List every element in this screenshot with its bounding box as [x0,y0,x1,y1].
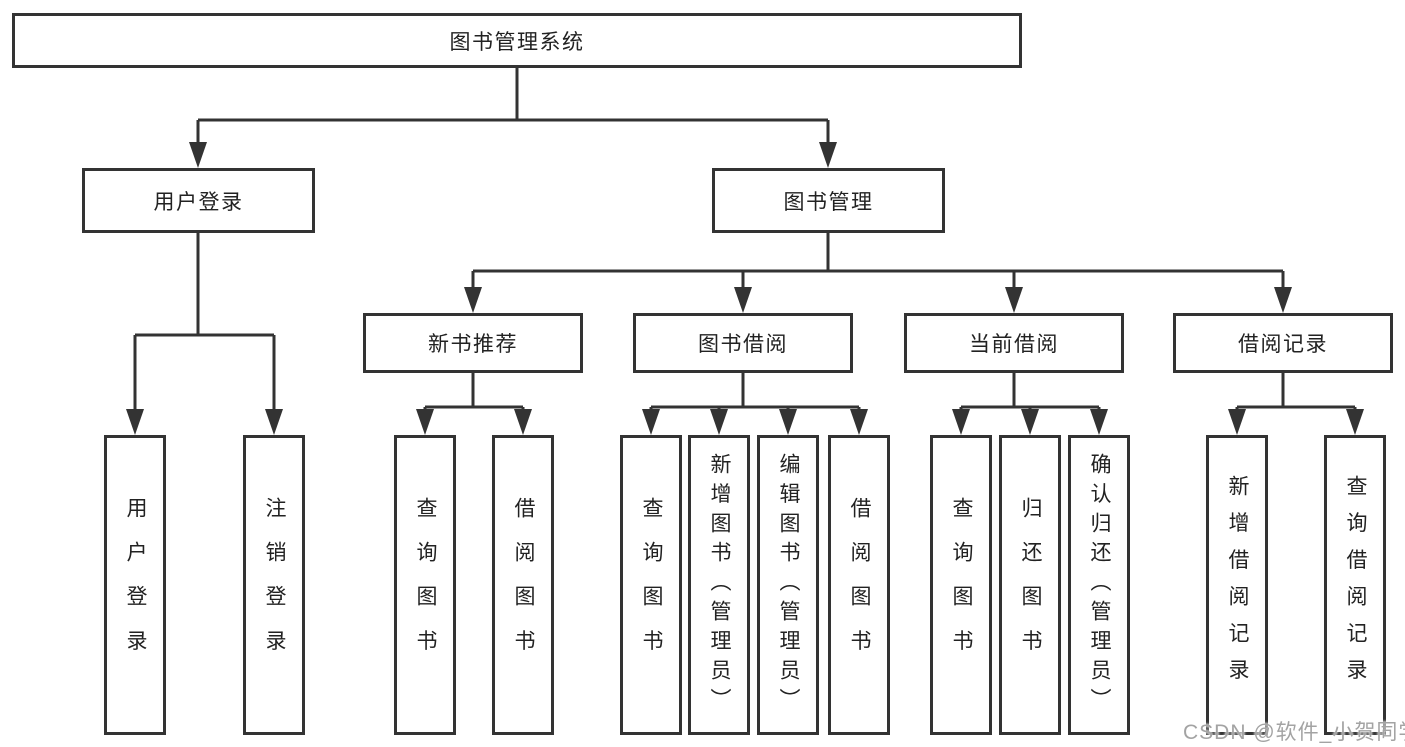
leaf-query-borrow-record: 查询借阅记录 [1324,435,1386,735]
node-book-management: 图书管理 [712,168,945,233]
node-library-management-system: 图书管理系统 [12,13,1022,68]
leaf-add-books-admin: 新增图书（管理员） [688,435,750,735]
arrowhead-icon [464,287,482,313]
leaf-user-login: 用户登录 [104,435,166,735]
arrowhead-icon [779,409,797,435]
leaf-query-books-current: 查询图书 [930,435,992,735]
arrowhead-icon [189,142,207,168]
arrowhead-icon [514,409,532,435]
arrowhead-icon [1274,287,1292,313]
arrowhead-icon [416,409,434,435]
arrowhead-icon [710,409,728,435]
node-new-book-recommend: 新书推荐 [363,313,583,373]
leaf-borrow-books: 借阅图书 [828,435,890,735]
node-current-borrow: 当前借阅 [904,313,1124,373]
leaf-logout: 注销登录 [243,435,305,735]
node-user-login: 用户登录 [82,168,315,233]
arrowhead-icon [642,409,660,435]
csdn-watermark: CSDN @软件_小贺同学 [1183,721,1405,744]
arrowhead-icon [265,409,283,435]
arrowhead-icon [952,409,970,435]
arrowhead-icon [1228,409,1246,435]
node-borrow-records: 借阅记录 [1173,313,1393,373]
arrowhead-icon [126,409,144,435]
arrowhead-icon [1005,287,1023,313]
arrowhead-icon [1021,409,1039,435]
arrowhead-icon [1346,409,1364,435]
leaf-query-books-recommend: 查询图书 [394,435,456,735]
leaf-confirm-return-admin: 确认归还（管理员） [1068,435,1130,735]
leaf-borrow-books-recommend: 借阅图书 [492,435,554,735]
node-book-borrow: 图书借阅 [633,313,853,373]
arrowhead-icon [850,409,868,435]
arrowhead-icon [734,287,752,313]
leaf-query-books-borrow: 查询图书 [620,435,682,735]
arrowhead-icon [819,142,837,168]
leaf-add-borrow-record: 新增借阅记录 [1206,435,1268,735]
leaf-edit-books-admin: 编辑图书（管理员） [757,435,819,735]
arrowhead-icon [1090,409,1108,435]
leaf-return-books: 归还图书 [999,435,1061,735]
